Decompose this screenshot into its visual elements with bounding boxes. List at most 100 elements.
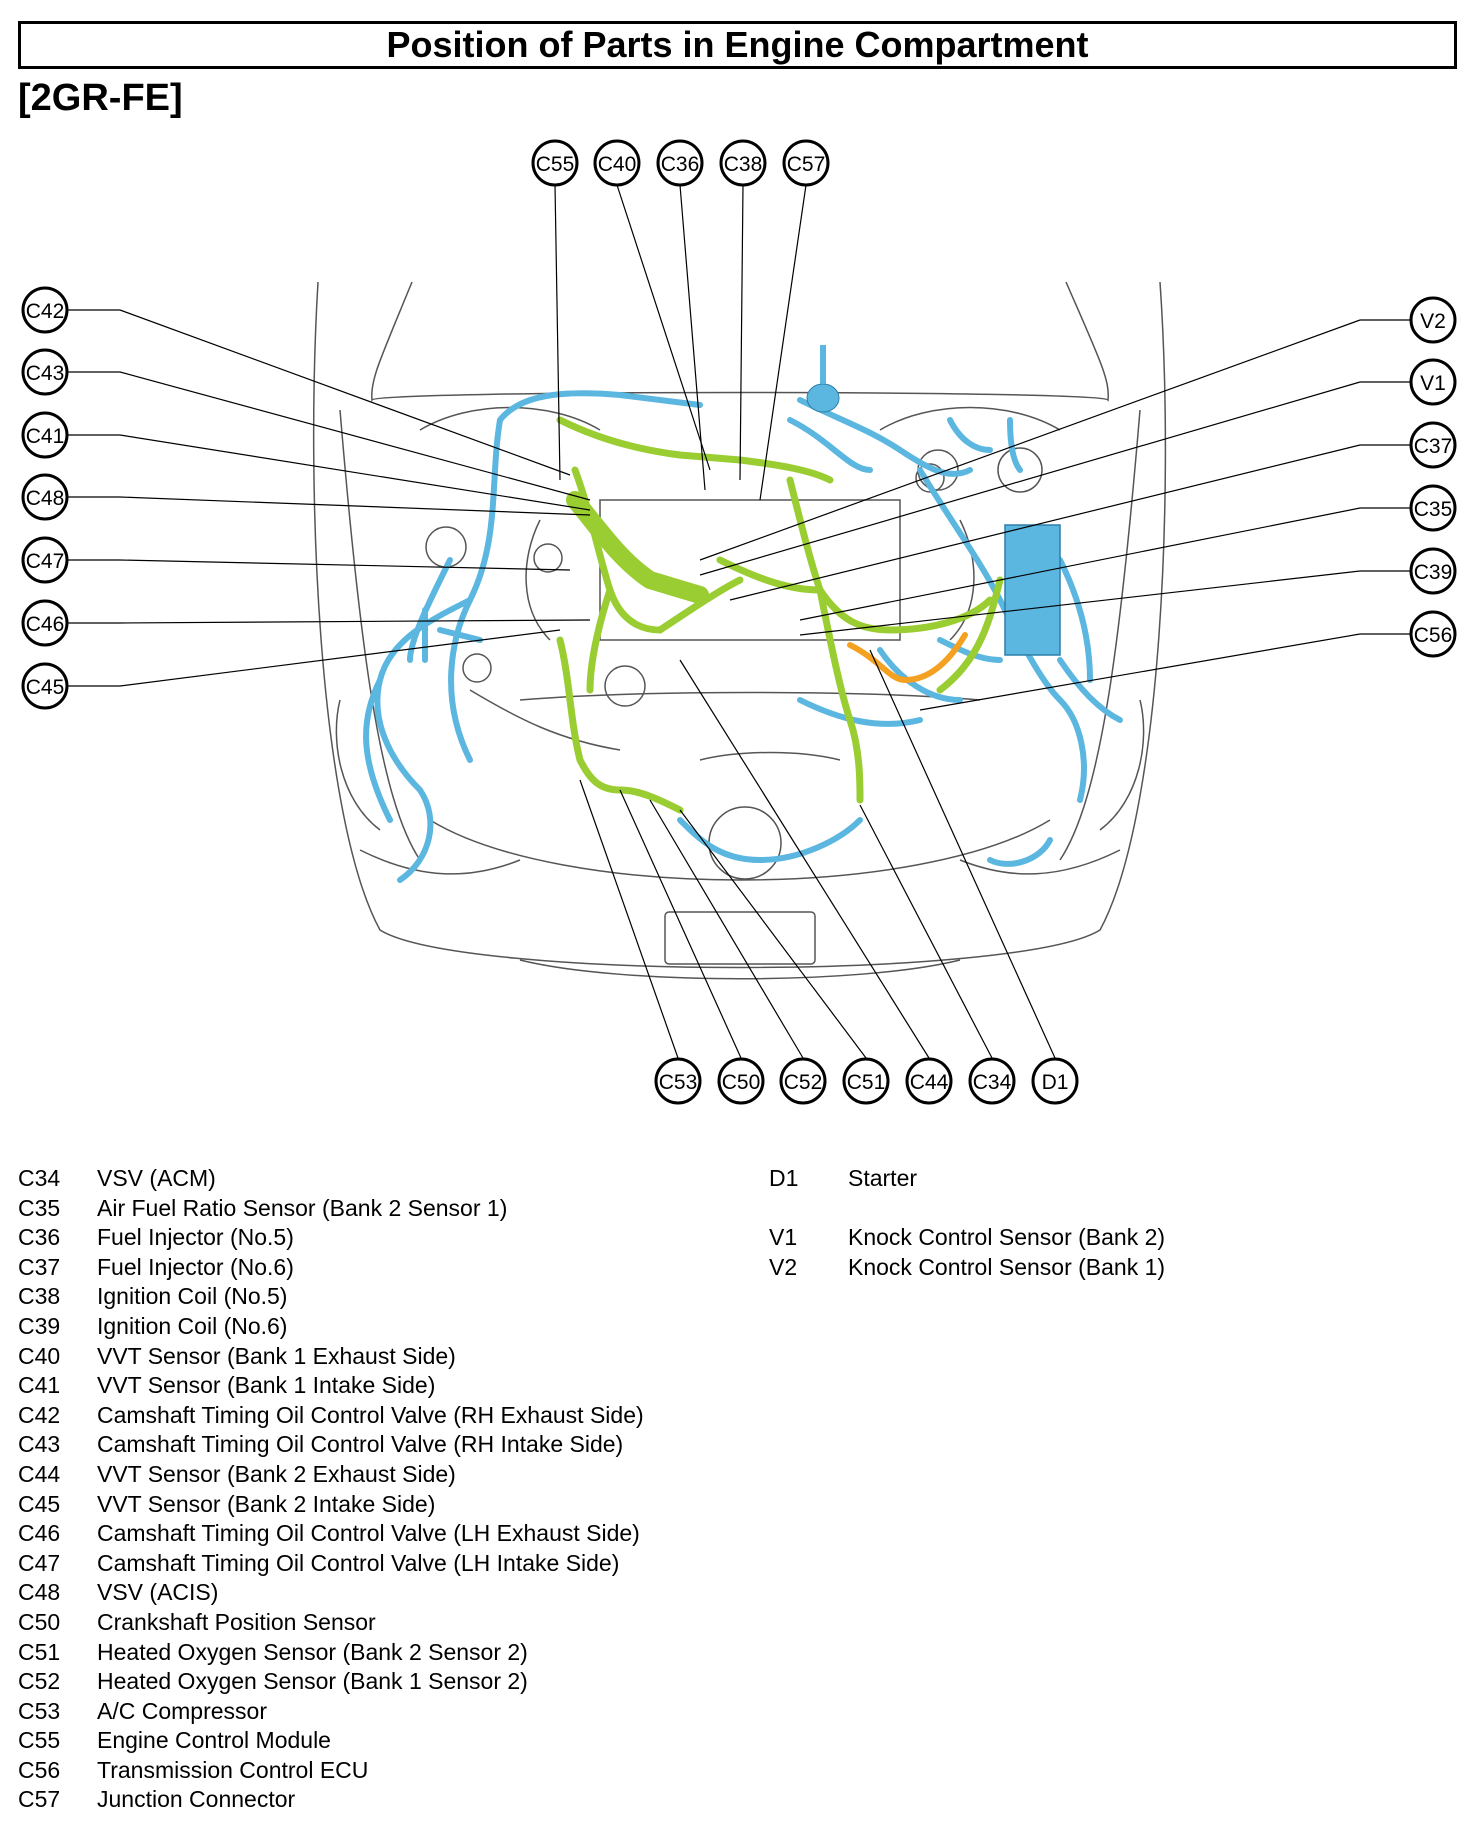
callout-label: C55 <box>536 153 575 176</box>
legend-code: C43 <box>18 1431 61 1458</box>
legend-name: Camshaft Timing Oil Control Valve (RH Ex… <box>97 1401 644 1428</box>
legend-name: Ignition Coil (No.6) <box>97 1312 288 1339</box>
legend-code: C41 <box>18 1372 61 1399</box>
legend-code: C42 <box>18 1401 61 1428</box>
legend-code: C48 <box>18 1579 61 1606</box>
bottom-connector-callouts: C53 C50 C52 C51 C44 C34 D1 <box>654 1057 1079 1105</box>
legend-name: Ignition Coil (No.5) <box>97 1283 288 1310</box>
legend-code: C51 <box>18 1638 61 1665</box>
right-connector-callouts: V2 V1 C37 C35 C39 C56 <box>1409 296 1457 658</box>
callout-label: C35 <box>1414 498 1453 521</box>
legend-name: Starter <box>848 1165 918 1191</box>
legend-row: C39 Ignition Coil (No.6) <box>18 1312 644 1342</box>
top-connector-callouts: C55 C40 C36 C38 C57 <box>531 139 830 187</box>
callout-label: C42 <box>26 300 65 323</box>
legend-name: Junction Connector <box>97 1786 296 1813</box>
callout-label: D1 <box>1042 1071 1069 1094</box>
legend-name: Knock Control Sensor (Bank 1) <box>848 1253 1166 1280</box>
callout-label: C44 <box>910 1071 949 1094</box>
callout-label: V2 <box>1420 310 1446 333</box>
legend-code: C45 <box>18 1490 61 1517</box>
callout-label: C36 <box>661 153 700 176</box>
legend-name: Knock Control Sensor (Bank 2) <box>848 1224 1166 1251</box>
callout-label: C45 <box>26 676 65 699</box>
legend-code: C38 <box>18 1283 61 1310</box>
legend-code: C57 <box>18 1786 61 1813</box>
legend-name: VSV (ACIS) <box>97 1579 219 1606</box>
callout-label: C43 <box>26 362 65 385</box>
callout-label: C46 <box>26 613 65 636</box>
legend-name: Camshaft Timing Oil Control Valve (LH Ex… <box>97 1520 640 1547</box>
relay-block <box>1004 524 1061 656</box>
legend-row: C48 VSV (ACIS) <box>18 1578 644 1608</box>
page-title: Position of Parts in Engine Compartment <box>386 24 1089 65</box>
legend-code: C47 <box>18 1549 61 1576</box>
legend-code: C39 <box>18 1312 61 1339</box>
callout-label: C50 <box>722 1071 761 1094</box>
legend-name: Air Fuel Ratio Sensor (Bank 2 Sensor 1) <box>97 1194 508 1221</box>
legend-row: C47 Camshaft Timing Oil Control Valve (LH… <box>18 1549 644 1579</box>
callout-label: C37 <box>1414 435 1453 458</box>
legend-code: V1 <box>769 1224 798 1251</box>
legend-row: C42 Camshaft Timing Oil Control Valve (RH… <box>18 1401 644 1431</box>
callout-label: C34 <box>973 1071 1012 1094</box>
legend-name: Fuel Injector (No.6) <box>97 1253 294 1280</box>
legend-row: C57 Junction Connector <box>18 1785 644 1815</box>
legend-name: VVT Sensor (Bank 1 Exhaust Side) <box>97 1342 456 1369</box>
legend-name: VSV (ACM) <box>97 1165 216 1191</box>
title-box: Position of Parts in Engine Compartment <box>18 21 1457 69</box>
legend-name: VVT Sensor (Bank 2 Exhaust Side) <box>97 1460 456 1487</box>
legend-code: C53 <box>18 1697 61 1724</box>
callout-label: C48 <box>26 487 65 510</box>
callout-label: C57 <box>787 153 826 176</box>
legend-row: C34 VSV (ACM) <box>18 1164 644 1194</box>
legend-code: C37 <box>18 1253 61 1280</box>
legend-row: C45 VVT Sensor (Bank 2 Intake Side) <box>18 1490 644 1520</box>
legend-code: C36 <box>18 1224 61 1251</box>
callout-label: C47 <box>26 550 65 573</box>
legend-row: C56 Transmission Control ECU <box>18 1756 644 1786</box>
legend-name: Camshaft Timing Oil Control Valve (LH In… <box>97 1549 620 1576</box>
green-main-trunk <box>566 491 709 604</box>
vehicle-outline <box>312 281 1167 980</box>
callout-label: C56 <box>1414 624 1453 647</box>
legend-code: V2 <box>769 1253 798 1280</box>
callout-label: C51 <box>847 1071 886 1094</box>
legend-code: C44 <box>18 1460 61 1487</box>
callout-label: C53 <box>659 1071 698 1094</box>
legend-row: V1 Knock Control Sensor (Bank 2) <box>769 1223 1165 1253</box>
legend-row: V2 Knock Control Sensor (Bank 1) <box>769 1253 1165 1283</box>
legend-name: Heated Oxygen Sensor (Bank 2 Sensor 2) <box>97 1638 528 1665</box>
callout-label: C38 <box>724 153 763 176</box>
legend-name: Camshaft Timing Oil Control Valve (RH In… <box>97 1431 624 1458</box>
legend-row: C40 VVT Sensor (Bank 1 Exhaust Side) <box>18 1342 644 1372</box>
legend-row: C51 Heated Oxygen Sensor (Bank 2 Sensor 2… <box>18 1638 644 1668</box>
green-wire-harness <box>556 416 1004 814</box>
legend-name: Transmission Control ECU <box>97 1756 369 1783</box>
legend-name: VVT Sensor (Bank 1 Intake Side) <box>97 1372 436 1399</box>
callout-label: C52 <box>784 1071 823 1094</box>
legend-row: C44 VVT Sensor (Bank 2 Exhaust Side) <box>18 1460 644 1490</box>
callout-label: C41 <box>26 425 65 448</box>
callout-leader-lines <box>68 184 1410 1059</box>
legend-code: C40 <box>18 1342 61 1369</box>
legend-row: C37 Fuel Injector (No.6) <box>18 1253 644 1283</box>
callout-label: C39 <box>1414 561 1453 584</box>
callout-label: V1 <box>1420 372 1446 395</box>
legend-code: C34 <box>18 1165 61 1191</box>
blue-wire-harness <box>363 390 1123 883</box>
legend-code <box>769 1194 848 1224</box>
orange-wire-harness <box>847 632 968 684</box>
legend-name: VVT Sensor (Bank 2 Intake Side) <box>97 1490 436 1517</box>
legend-code: C50 <box>18 1608 61 1635</box>
legend-code: C56 <box>18 1756 61 1783</box>
